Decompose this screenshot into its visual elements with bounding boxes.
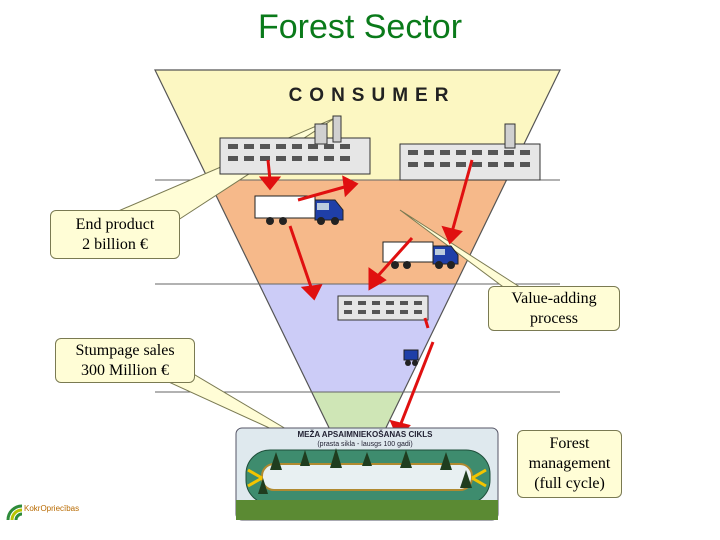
forest-cycle-image: MEŽA APSAIMNIEKOŠANAS CIKLS (prasta sikl… bbox=[235, 427, 499, 521]
flow-arrow bbox=[374, 236, 414, 280]
forest-management-label-2: management bbox=[528, 455, 611, 472]
arrowhead bbox=[258, 176, 282, 191]
page-title: Forest Sector bbox=[257, 8, 463, 46]
arrowhead bbox=[368, 267, 387, 291]
flow-arrows bbox=[258, 159, 474, 439]
flow-arrow bbox=[297, 184, 349, 202]
forest-management-callout: Forest management (full cycle) bbox=[517, 430, 622, 498]
truck-icon bbox=[254, 195, 344, 225]
end-product-callout: End product 2 billion € bbox=[50, 210, 180, 259]
factory-icon bbox=[399, 123, 541, 181]
stumpage-label: Stumpage sales bbox=[75, 342, 175, 359]
end-product-label: End product bbox=[75, 216, 155, 233]
small-truck-icon bbox=[403, 349, 419, 366]
flow-arrow bbox=[450, 159, 474, 233]
forest-cycle-subcaption: (prasta sikla - lausgs 100 gadi) bbox=[317, 441, 412, 448]
factory-icon bbox=[219, 115, 371, 175]
end-product-value: 2 billion € bbox=[82, 236, 148, 253]
flow-arrow bbox=[398, 341, 435, 427]
arrowhead bbox=[300, 284, 323, 301]
value-adding-callout: Value-adding process bbox=[488, 286, 620, 331]
value-adding-label-2: process bbox=[530, 310, 578, 327]
stumpage-callout: Stumpage sales 300 Million € bbox=[55, 338, 195, 383]
stumpage-value: 300 Million € bbox=[80, 362, 169, 379]
sawmill-icon bbox=[337, 295, 429, 321]
flow-arrow bbox=[288, 225, 314, 291]
logo-icon bbox=[6, 504, 23, 521]
forest-cycle-caption: MEŽA APSAIMNIEKOŠANAS CIKLS bbox=[298, 430, 434, 439]
consumer-label: CONSUMER bbox=[289, 85, 456, 106]
arrowhead bbox=[441, 225, 463, 245]
forest-management-label: Forest bbox=[549, 435, 590, 452]
value-adding-label: Value-adding bbox=[511, 290, 597, 307]
logo-text: KokrOpriecības bbox=[24, 504, 80, 513]
forest-management-label-3: (full cycle) bbox=[534, 475, 605, 492]
flow-arrow bbox=[423, 317, 430, 329]
arrowhead bbox=[342, 175, 359, 198]
